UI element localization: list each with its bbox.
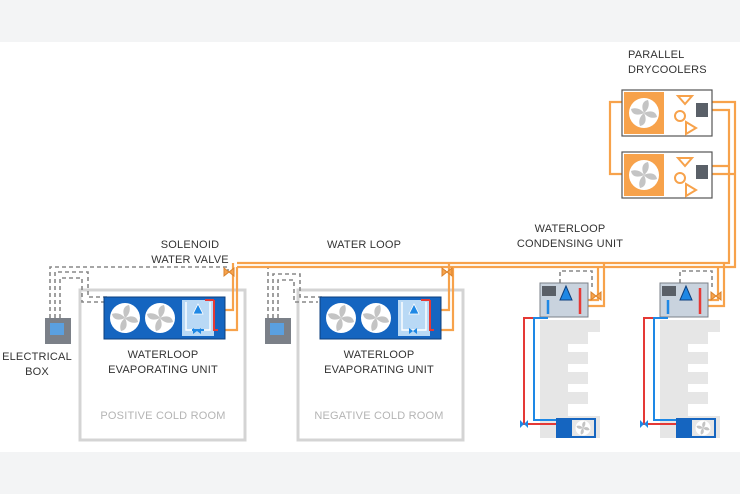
- label-positive-cold-room: POSITIVE COLD ROOM: [100, 410, 226, 422]
- electrical-box-1[interactable]: [45, 318, 71, 344]
- water-loop-piping: [225, 100, 737, 332]
- solenoid-valve-icon-2[interactable]: [441, 267, 453, 277]
- bottom-band: [0, 452, 740, 494]
- condensing-unit-cabinet-2: [660, 320, 720, 438]
- label-evaporating-unit-1: WATERLOOP EVAPORATING UNIT: [108, 349, 218, 376]
- evaporating-unit-2[interactable]: [319, 296, 442, 340]
- negative-cold-room-outline: [296, 288, 465, 442]
- electrical-box-2[interactable]: [265, 318, 291, 344]
- label-solenoid-water-valve: SOLENOID WATER VALVE: [151, 239, 229, 266]
- condensing-unit-1[interactable]: [520, 282, 596, 438]
- label-evaporating-unit-2: WATERLOOP EVAPORATING UNIT: [324, 349, 434, 376]
- diagram-canvas: [0, 42, 740, 452]
- solenoid-valve-icon-1[interactable]: [223, 267, 235, 277]
- fan-icon: [145, 303, 175, 333]
- label-negative-cold-room: NEGATIVE COLD ROOM: [314, 410, 444, 422]
- fan-icon: [575, 420, 591, 436]
- condensing-unit-cabinet-1: [540, 320, 600, 438]
- fan-icon: [361, 303, 391, 333]
- drycooler-2[interactable]: [621, 151, 713, 199]
- fan-icon: [629, 160, 659, 190]
- fan-icon: [695, 420, 711, 436]
- fan-icon: [110, 303, 140, 333]
- drycooler-1[interactable]: [621, 89, 713, 137]
- control-wiring: [49, 266, 713, 318]
- fan-icon: [326, 303, 356, 333]
- condensing-unit-2[interactable]: [640, 282, 716, 438]
- valve-icon-cu2[interactable]: [710, 291, 722, 301]
- top-band: [0, 0, 740, 42]
- label-electrical-box: ELECTRICAL BOX: [2, 351, 72, 378]
- fan-icon: [629, 98, 659, 128]
- label-parallel-drycoolers: PARALLEL DRYCOOLERS: [628, 49, 707, 76]
- positive-cold-room-outline: [78, 288, 247, 442]
- label-waterloop-condensing-unit: WATERLOOP CONDENSING UNIT: [516, 223, 624, 250]
- label-water-loop: WATER LOOP: [327, 239, 402, 251]
- valve-icon-cu1[interactable]: [590, 291, 602, 301]
- evaporating-unit-1[interactable]: [103, 296, 226, 340]
